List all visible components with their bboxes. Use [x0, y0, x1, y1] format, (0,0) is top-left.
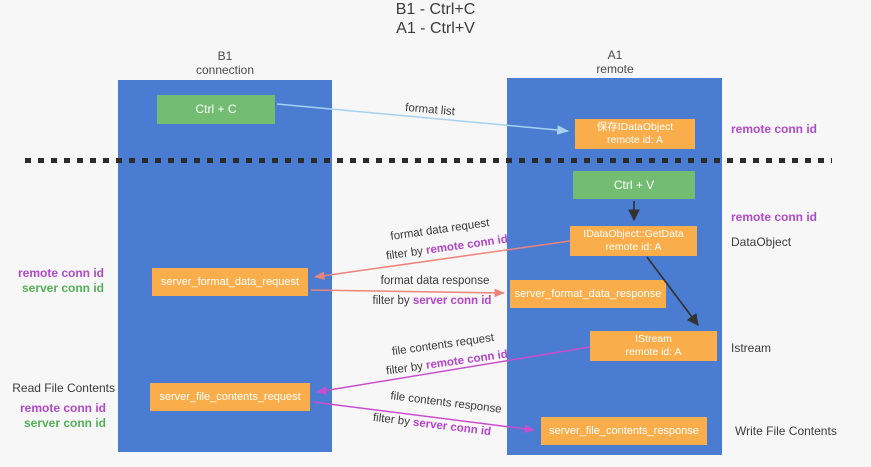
label-format-data-response: format data response: [380, 275, 490, 287]
node-getdata-line1: IDataObject::GetData: [583, 228, 684, 240]
node-format-response-label: server_format_data_response: [514, 287, 662, 300]
label-filter-server-conn-id-2: filter by server conn id: [372, 412, 491, 438]
annotation-left-conn-ids-bottom: remote conn id server conn id: [10, 401, 106, 431]
node-server-file-contents-request: server_file_contents_request: [150, 383, 310, 411]
node-save-idataobject-line2: remote id: A: [606, 134, 664, 146]
lane-a1-title: A1: [607, 48, 623, 62]
annotation-istream: Istream: [731, 341, 772, 355]
filter-prefix: filter by: [372, 411, 414, 429]
annotation-server-conn-id: server conn id: [23, 416, 106, 430]
annotation-remote-conn-id: remote conn id: [17, 266, 104, 280]
lane-b1-title: B1: [217, 49, 233, 63]
diagram-title: B1 - Ctrl+C A1 - Ctrl+V: [0, 0, 871, 38]
node-server-format-data-response: server_format_data_response: [510, 280, 666, 308]
filter-prefix: filter by: [385, 359, 427, 378]
annotation-remote-conn-id-mid: remote conn id: [731, 210, 818, 224]
node-istream-line2: remote id: A: [625, 346, 682, 358]
lane-b1-subtitle: connection: [195, 63, 255, 77]
node-save-idataobject: 保存IDataObject remote id: A: [575, 119, 695, 149]
annotation-dataobject: DataObject: [731, 235, 792, 249]
arrow-format-data-response: [310, 288, 506, 298]
node-ctrl-v: Ctrl + V: [573, 171, 695, 199]
annotation-left-conn-ids-mid: remote conn id server conn id: [8, 266, 104, 296]
label-filter-server-conn-id-1: filter by server conn id: [373, 295, 492, 307]
lane-header-b1: B1 connection: [118, 49, 332, 77]
lane-a1-subtitle: remote: [596, 62, 634, 76]
annotation-remote-conn-id-top: remote conn id: [731, 122, 818, 136]
lane-header-a1: A1 remote: [508, 48, 722, 76]
node-save-idataobject-line1: 保存IDataObject: [596, 121, 674, 133]
node-file-request-label: server_file_contents_request: [159, 390, 301, 403]
title-line-1: B1 - Ctrl+C: [395, 1, 476, 18]
label-format-list: format list: [404, 101, 456, 119]
node-getdata-line2: remote id: A: [605, 241, 662, 253]
node-ctrl-c: Ctrl + C: [157, 95, 275, 124]
dashed-separator-line: [25, 158, 832, 163]
annotation-read-file-contents: Read File Contents: [12, 381, 115, 395]
title-line-2: A1 - Ctrl+V: [396, 20, 475, 37]
annotation-server-conn-id: server conn id: [21, 281, 104, 295]
node-istream-line1: IStream: [635, 333, 672, 345]
node-file-response-label: server_file_contents_response: [549, 424, 699, 437]
annotation-remote-conn-id: remote conn id: [19, 401, 106, 415]
node-idataobject-getdata: IDataObject::GetData remote id: A: [570, 226, 697, 256]
filter-key-server-conn-id: server conn id: [412, 295, 492, 307]
filter-prefix: filter by: [372, 295, 413, 307]
node-ctrl-c-label: Ctrl + C: [195, 102, 237, 116]
node-istream: IStream remote id: A: [590, 331, 717, 361]
annotation-write-file-contents: Write File Contents: [735, 424, 837, 438]
node-server-file-contents-response: server_file_contents_response: [541, 417, 707, 445]
node-format-request-label: server_format_data_request: [160, 275, 300, 288]
filter-key-server-conn-id: server conn id: [412, 416, 492, 439]
filter-prefix: filter by: [385, 244, 427, 263]
node-server-format-data-request: server_format_data_request: [152, 268, 308, 296]
filter-key-remote-conn-id: remote conn id: [425, 348, 509, 372]
node-ctrl-v-label: Ctrl + V: [613, 177, 655, 192]
label-file-contents-response: file contents response: [389, 390, 503, 416]
filter-key-remote-conn-id: remote conn id: [425, 233, 509, 257]
